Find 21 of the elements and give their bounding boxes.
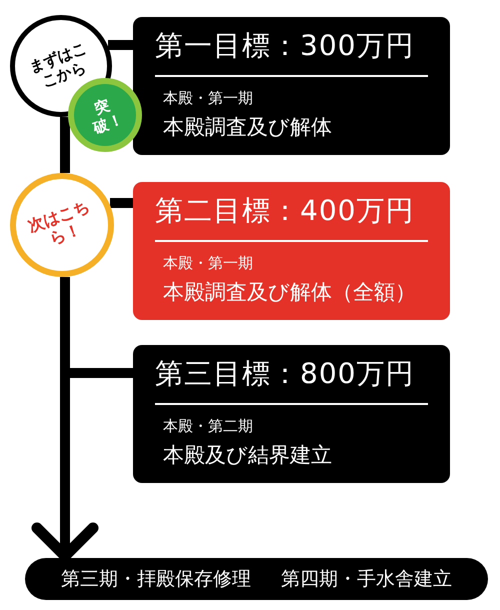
phase-label: 本殿・第一期 bbox=[163, 89, 253, 108]
goal-description: 本殿調査及び解体 bbox=[163, 114, 332, 141]
phase-text: 第三期・拝殿保存修理 bbox=[61, 567, 251, 592]
goal-description: 本殿及び結界建立 bbox=[163, 442, 332, 469]
goal-box bbox=[133, 17, 450, 155]
connector-line bbox=[60, 117, 70, 173]
goal-title: 第二目標：400万円 bbox=[155, 193, 414, 229]
circle-label: 次はこちら！ bbox=[24, 195, 93, 250]
circle-label: 突破！ bbox=[90, 94, 126, 140]
goal-box bbox=[133, 182, 450, 320]
phase-label: 本殿・第一期 bbox=[163, 254, 253, 273]
goal-description: 本殿調査及び解体（全額） bbox=[163, 279, 416, 306]
phase-text: 第四期・手水舎建立 bbox=[281, 567, 452, 592]
connector-line bbox=[110, 198, 133, 208]
goal-box bbox=[133, 345, 450, 483]
goal-title: 第三目標：800万円 bbox=[155, 356, 414, 392]
future-phases-bar bbox=[25, 558, 488, 600]
phase-label: 本殿・第二期 bbox=[163, 417, 253, 436]
goal-title: 第一目標：300万円 bbox=[155, 28, 414, 64]
circle-label: まずはここから bbox=[26, 38, 90, 93]
connector-line bbox=[108, 40, 133, 50]
